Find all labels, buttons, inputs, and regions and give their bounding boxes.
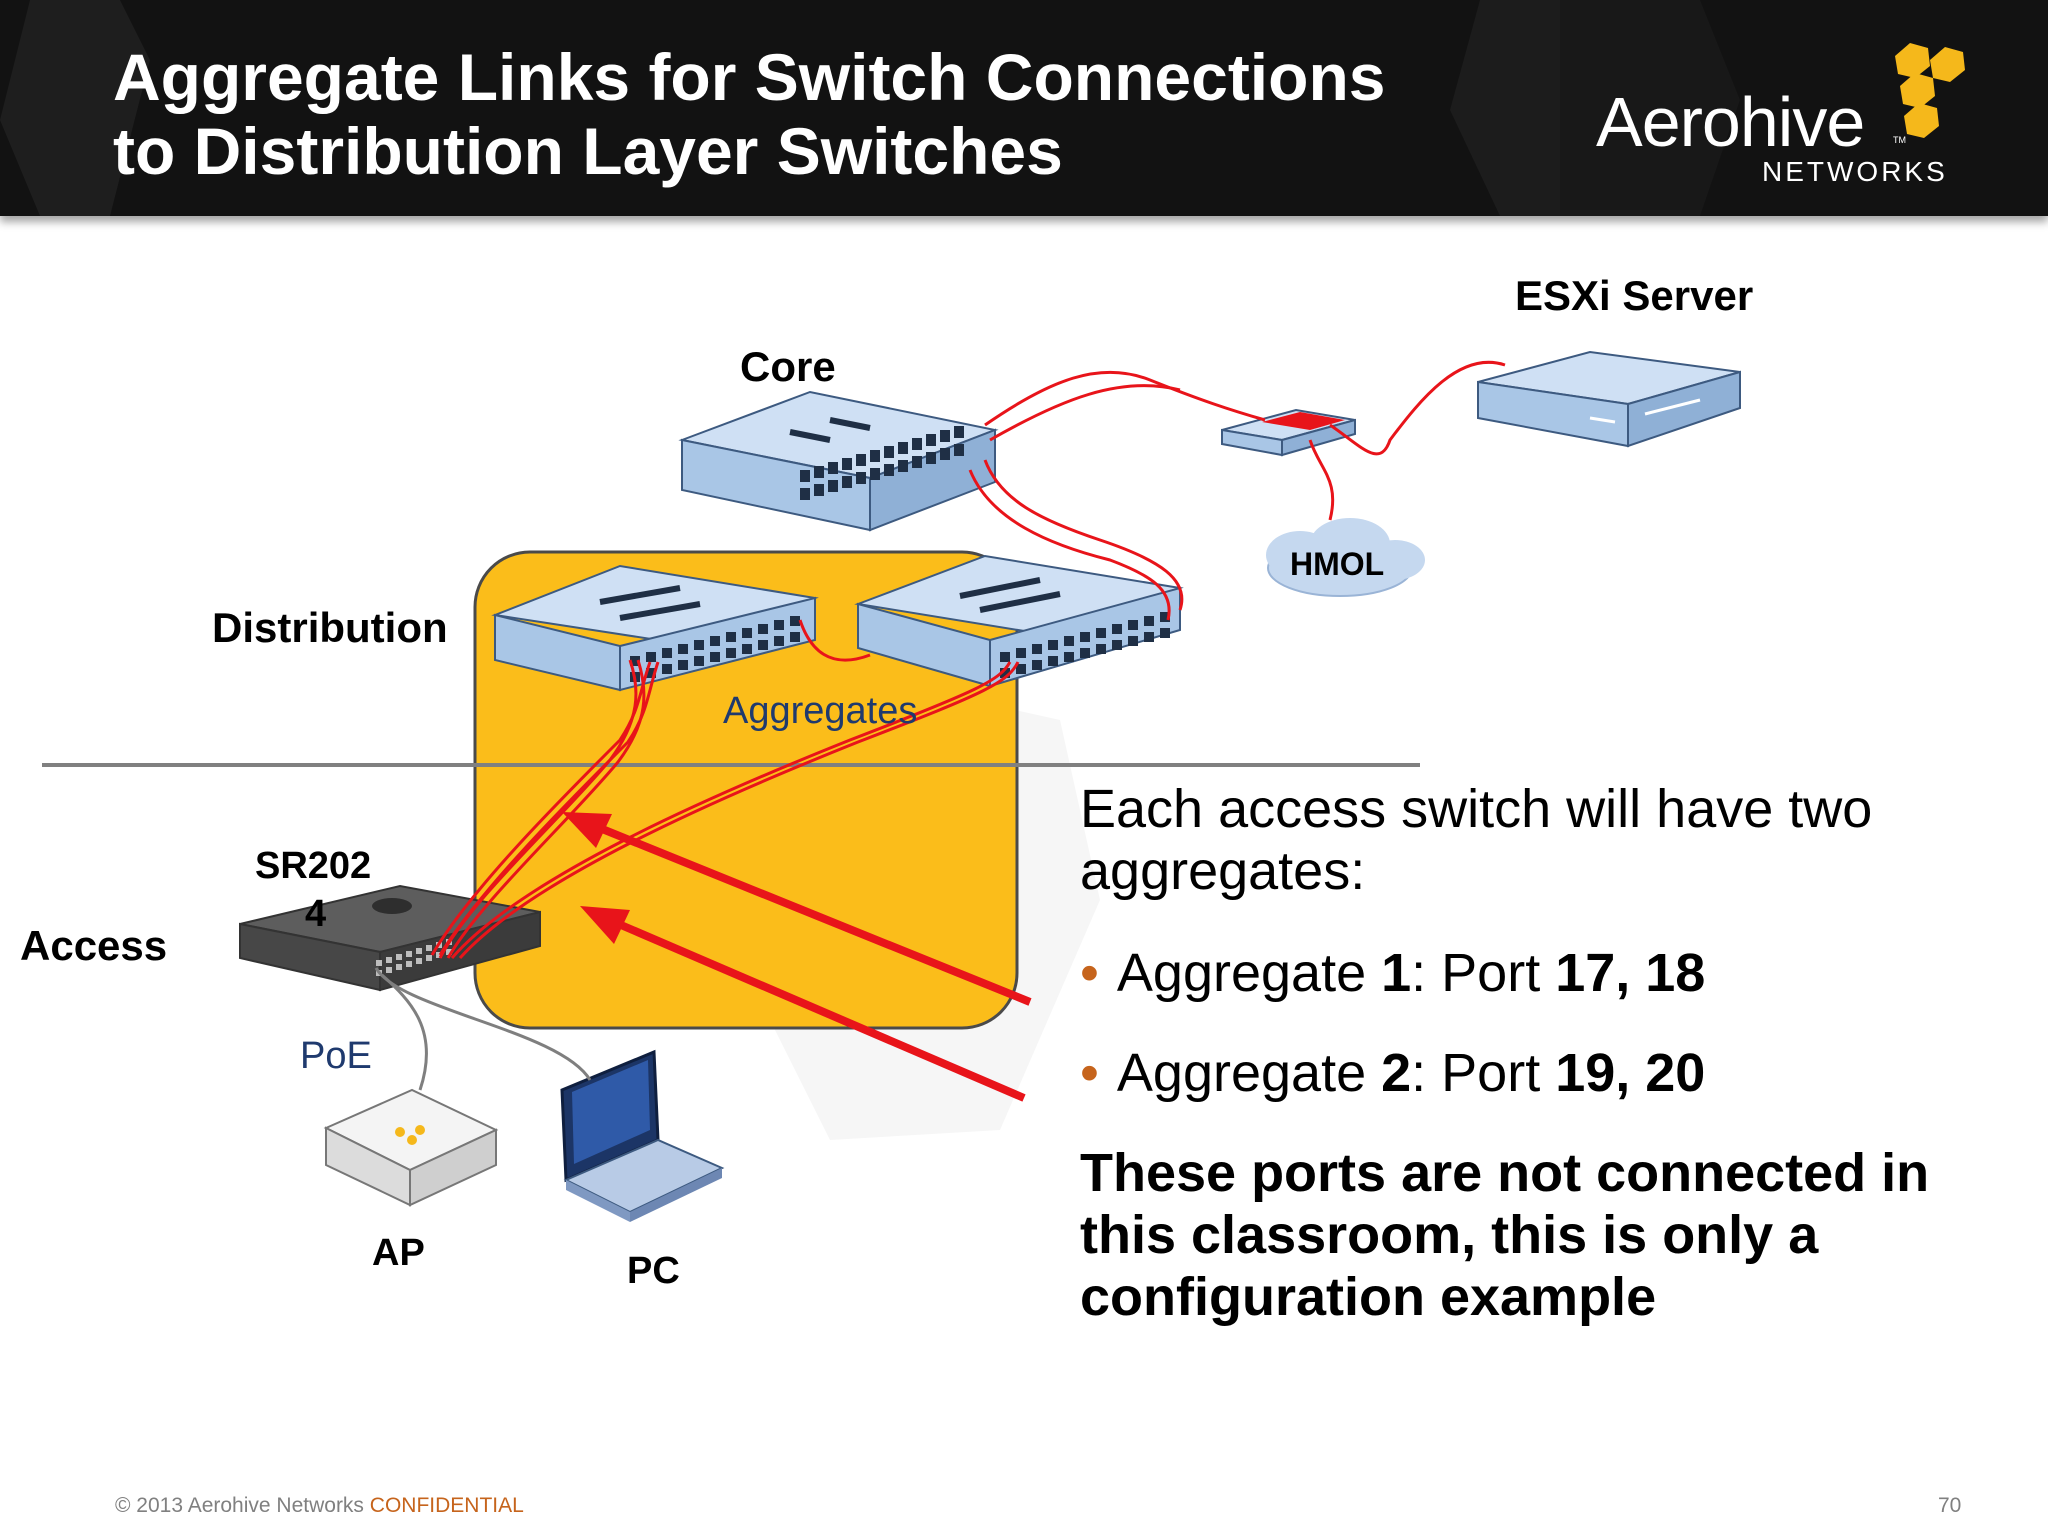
intro-text: Each access switch will have two aggrega… bbox=[1080, 778, 1872, 902]
bullet-1-name: Aggregate bbox=[1116, 943, 1382, 1003]
label-sr2024-line-2: 4 bbox=[305, 893, 327, 935]
warning-line-3: configuration example bbox=[1080, 1267, 1657, 1327]
confidential-label: CONFIDENTIAL bbox=[369, 1494, 524, 1517]
slide-title: Aggregate Links for Switch Connections t… bbox=[113, 40, 1385, 188]
label-hmol: HMOL bbox=[1290, 546, 1385, 582]
label-sr2024-line-1: SR202 bbox=[255, 845, 372, 887]
bullet-aggregate-2: • Aggregate 2: Port 19, 20 bbox=[1080, 1042, 1705, 1104]
label-pc: PC bbox=[627, 1250, 680, 1292]
laptop-pc-icon bbox=[560, 1049, 725, 1222]
intro-line-2: aggregates: bbox=[1080, 841, 1366, 901]
firewall-device-icon bbox=[1221, 408, 1356, 457]
label-access: Access bbox=[20, 922, 168, 969]
label-distribution: Distribution bbox=[212, 604, 448, 651]
hmol-cloud-icon bbox=[1266, 518, 1425, 597]
warning-line-2: this classroom, this is only a bbox=[1080, 1205, 1819, 1265]
distribution-switch-2-icon bbox=[854, 554, 1184, 688]
title-line-2: to Distribution Layer Switches bbox=[113, 114, 1063, 188]
label-poe: PoE bbox=[300, 1035, 372, 1077]
intro-line-1: Each access switch will have two bbox=[1080, 779, 1873, 839]
cable-to-pc bbox=[374, 967, 592, 1081]
page-number: 70 bbox=[1938, 1494, 1962, 1517]
label-core: Core bbox=[740, 343, 836, 390]
bullet-dot: • bbox=[1080, 1043, 1099, 1103]
aggregate-link-cables bbox=[430, 659, 1020, 960]
esxi-server-icon bbox=[1477, 350, 1741, 448]
pointer-arrow-aggregate-2 bbox=[580, 906, 1026, 1102]
label-ap: AP bbox=[372, 1232, 425, 1274]
logo-name: Aerohive bbox=[1596, 83, 1865, 161]
bullet-aggregate-1: • Aggregate 1: Port 17, 18 bbox=[1080, 942, 1705, 1004]
label-aggregates: Aggregates bbox=[723, 690, 918, 732]
bullet-1-separator: : Port bbox=[1411, 943, 1556, 1003]
title-line-1: Aggregate Links for Switch Connections bbox=[113, 40, 1386, 114]
bullet-2-ports: 19, 20 bbox=[1555, 1043, 1706, 1103]
label-esxi-server: ESXi Server bbox=[1515, 272, 1754, 319]
bullet-1-ports: 17, 18 bbox=[1555, 943, 1706, 1003]
logo-subtitle: NETWORKS bbox=[1762, 156, 1948, 187]
access-point-icon bbox=[323, 1088, 499, 1207]
bullet-2-number: 2 bbox=[1381, 1043, 1412, 1103]
warning-text: These ports are not connected in this cl… bbox=[1080, 1142, 1929, 1328]
slide-header: Aggregate Links for Switch Connections t… bbox=[0, 0, 2048, 216]
bullet-2-name: Aggregate bbox=[1116, 1043, 1382, 1103]
bullet-2-separator: : Port bbox=[1411, 1043, 1556, 1103]
header-hexagon-pattern bbox=[0, 0, 1740, 216]
core-uplink-cables bbox=[798, 360, 1506, 662]
warning-line-1: These ports are not connected in bbox=[1080, 1143, 1930, 1203]
bullet-dot: • bbox=[1080, 943, 1099, 1003]
copyright-text: © 2013 Aerohive Networks bbox=[115, 1494, 370, 1517]
core-switch-icon bbox=[678, 390, 999, 532]
aerohive-hexagon-logo-icon bbox=[1895, 43, 1965, 138]
distribution-switch-1-icon bbox=[491, 564, 819, 692]
pointer-arrow-aggregate-1 bbox=[562, 812, 1032, 1006]
footer-copyright: © 2013 Aerohive Networks CONFIDENTIAL bbox=[115, 1494, 524, 1518]
logo-trademark: TM bbox=[1893, 135, 1906, 145]
bullet-1-number: 1 bbox=[1381, 943, 1412, 1003]
